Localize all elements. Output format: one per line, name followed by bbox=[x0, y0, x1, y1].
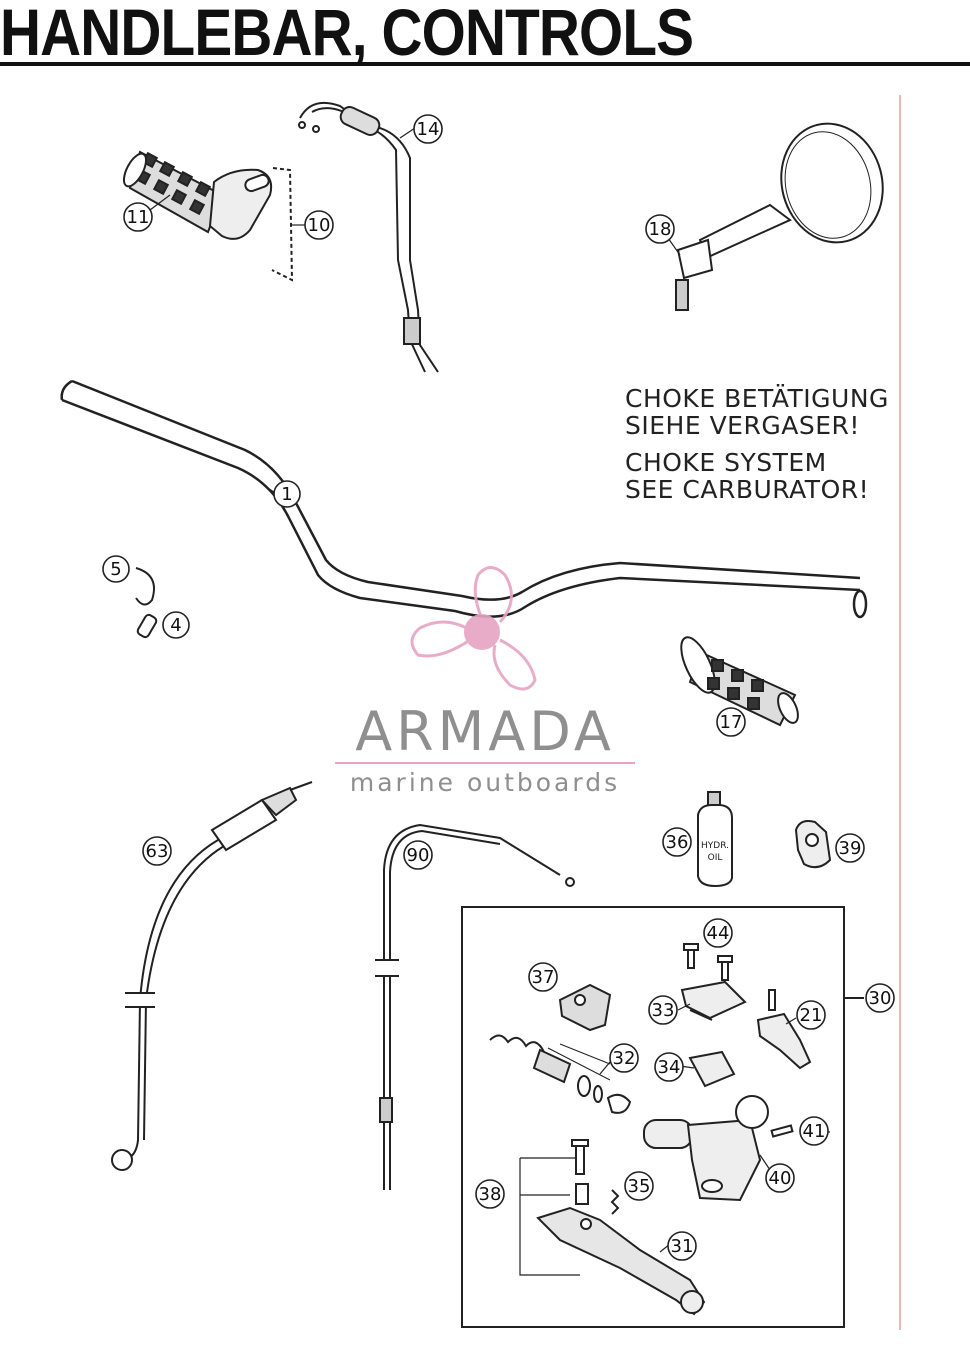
title-underline bbox=[0, 62, 970, 66]
watermark-tagline: marine outboards bbox=[349, 768, 621, 797]
svg-text:5: 5 bbox=[110, 559, 121, 580]
mirror bbox=[675, 122, 884, 311]
svg-text:1: 1 bbox=[281, 484, 292, 505]
callout-17: 17 bbox=[716, 707, 746, 737]
callout-1: 1 bbox=[273, 480, 301, 508]
clutch-hose bbox=[111, 781, 313, 1171]
callout-35: 35 bbox=[624, 1171, 654, 1201]
choke-note-english-line2: SEE CARBURATOR! bbox=[625, 475, 870, 504]
svg-text:18: 18 bbox=[649, 219, 672, 240]
choke-note-german-line2: SIEHE VERGASER! bbox=[625, 411, 860, 440]
callout-39: 39 bbox=[835, 833, 865, 863]
svg-text:33: 33 bbox=[652, 1000, 675, 1021]
callout-18: 18 bbox=[645, 214, 675, 244]
svg-text:11: 11 bbox=[127, 207, 150, 228]
adjuster-lever bbox=[756, 989, 812, 1070]
master-cylinder-body bbox=[643, 1095, 769, 1202]
callout-44: 44 bbox=[703, 918, 733, 948]
svg-text:37: 37 bbox=[532, 967, 555, 988]
choke-note-english-line1: CHOKE SYSTEM bbox=[625, 448, 827, 477]
watermark-divider bbox=[335, 762, 635, 764]
throttle-grip bbox=[122, 150, 294, 282]
callout-38: 38 bbox=[475, 1179, 505, 1209]
svg-text:30: 30 bbox=[869, 988, 892, 1009]
callout-63: 63 bbox=[142, 836, 172, 866]
callout-21: 21 bbox=[796, 1000, 826, 1030]
choke-note-german-line1: CHOKE BETÄTIGUNG bbox=[625, 384, 889, 413]
watermark-propeller-logo bbox=[410, 566, 537, 691]
throttle-cables bbox=[298, 102, 439, 373]
piston-spring bbox=[489, 1034, 632, 1114]
clutch-cable bbox=[375, 823, 575, 1190]
svg-text:90: 90 bbox=[407, 845, 430, 866]
svg-text:35: 35 bbox=[628, 1176, 651, 1197]
reservoir-cover bbox=[680, 980, 747, 1021]
callout-90: 90 bbox=[403, 840, 433, 870]
svg-text:38: 38 bbox=[479, 1184, 502, 1205]
clamp-ring bbox=[135, 567, 158, 639]
lever-pivot-bolt bbox=[519, 1139, 589, 1276]
part-callouts: 1 4 5 10 11 14 17 18 21 30 31 32 33 34 3… bbox=[102, 114, 895, 1261]
bottle-label-line2: OIL bbox=[708, 853, 723, 863]
callout-34: 34 bbox=[654, 1052, 684, 1082]
diaphragm bbox=[688, 1050, 736, 1088]
mirror-clamp bbox=[794, 820, 832, 869]
callout-5: 5 bbox=[102, 555, 130, 583]
svg-text:44: 44 bbox=[707, 923, 730, 944]
svg-text:39: 39 bbox=[839, 838, 862, 859]
left-grip bbox=[680, 636, 799, 727]
svg-text:31: 31 bbox=[671, 1236, 694, 1257]
callout-37: 37 bbox=[528, 962, 558, 992]
callout-14: 14 bbox=[413, 114, 443, 144]
svg-text:4: 4 bbox=[170, 615, 181, 636]
callout-40: 40 bbox=[765, 1163, 795, 1193]
bottle-label-line1: HYDR. bbox=[701, 841, 729, 851]
hydraulic-oil-bottle: HYDR. OIL bbox=[697, 791, 733, 888]
reservoir-clamp bbox=[558, 983, 612, 1032]
callout-33: 33 bbox=[648, 995, 678, 1025]
lever-spring bbox=[610, 1189, 620, 1215]
callout-30: 30 bbox=[865, 983, 895, 1013]
watermark-brand-name: ARMADA bbox=[355, 700, 615, 763]
svg-text:36: 36 bbox=[666, 832, 689, 853]
svg-text:10: 10 bbox=[308, 215, 331, 236]
callout-36: 36 bbox=[662, 827, 692, 857]
svg-text:14: 14 bbox=[417, 119, 440, 140]
svg-text:32: 32 bbox=[613, 1048, 636, 1069]
callout-32: 32 bbox=[609, 1043, 639, 1073]
callout-11: 11 bbox=[123, 202, 153, 232]
callout-41: 41 bbox=[799, 1116, 829, 1146]
svg-text:21: 21 bbox=[800, 1005, 823, 1026]
callout-10: 10 bbox=[304, 210, 334, 240]
svg-text:41: 41 bbox=[803, 1121, 826, 1142]
svg-text:17: 17 bbox=[720, 712, 743, 733]
cover-screws bbox=[683, 943, 733, 981]
page-title: HANDLEBAR, CONTROLS bbox=[0, 0, 694, 69]
svg-text:63: 63 bbox=[146, 841, 169, 862]
brake-assembly-frame bbox=[461, 906, 864, 1328]
clamp-screw bbox=[770, 1124, 794, 1138]
callout-31: 31 bbox=[667, 1231, 697, 1261]
hand-brake-lever bbox=[536, 1206, 706, 1316]
callout-4: 4 bbox=[162, 611, 190, 639]
svg-text:40: 40 bbox=[769, 1168, 792, 1189]
svg-text:34: 34 bbox=[658, 1057, 681, 1078]
